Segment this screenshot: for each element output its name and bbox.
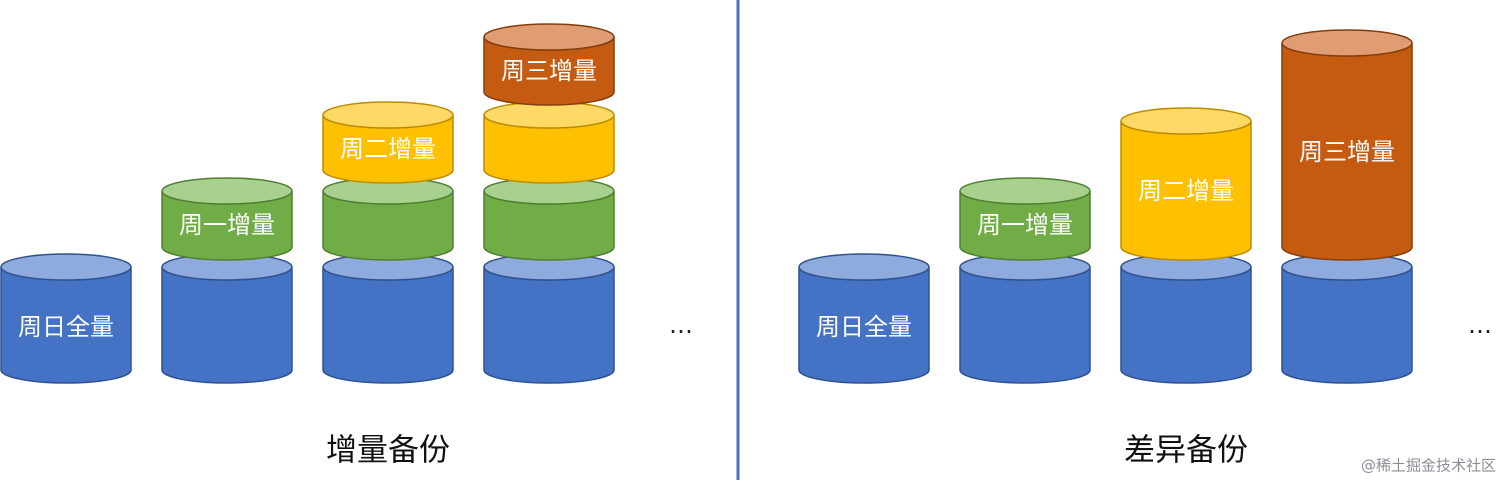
cylinder-tuesday-inc-2-left-top [483, 101, 615, 129]
cylinder-tuesday-inc-left-top [322, 101, 454, 129]
cylinder-monday-inc-2-left [322, 177, 454, 261]
cylinder-monday-inc-right-top [959, 177, 1091, 205]
cylinder-base-2-right [1120, 253, 1252, 384]
cylinder-monday-inc-left-top [161, 177, 293, 205]
cylinder-sunday-full-right-top [798, 253, 930, 281]
cylinder-sunday-full-left [0, 253, 132, 384]
cylinder-base-2-right-body [1120, 266, 1252, 384]
label-sunday-full-right: 周日全量 [816, 313, 912, 341]
cylinder-base-1-right [959, 253, 1091, 384]
cylinder-base-1-left [161, 253, 293, 384]
watermark: @稀土掘金技术社区 [1361, 457, 1496, 475]
label-wednesday-inc-right: 周三增量 [1299, 138, 1395, 166]
cylinder-base-3-right [1281, 253, 1413, 384]
label-wednesday-inc-left: 周三增量 [501, 57, 597, 85]
cylinder-tuesday-inc-right [1120, 107, 1252, 261]
cylinder-wednesday-inc-right [1281, 29, 1413, 261]
caption-differential: 差异备份 [1124, 433, 1248, 469]
cylinder-monday-inc-3-left [483, 177, 615, 261]
caption-incremental: 增量备份 [326, 433, 450, 469]
label-sunday-full-left: 周日全量 [18, 313, 114, 341]
cylinder-base-1-right-body [959, 266, 1091, 384]
ellipsis-right: … [1468, 311, 1492, 339]
cylinder-base-1-left-body [161, 266, 293, 384]
cylinders-layer [0, 23, 1413, 384]
cylinder-base-3-left [483, 253, 615, 384]
ellipsis-left: … [669, 311, 693, 339]
label-tuesday-inc-right: 周二增量 [1138, 177, 1234, 205]
label-monday-inc-left: 周一增量 [179, 211, 275, 239]
cylinder-base-2-left [322, 253, 454, 384]
label-tuesday-inc-left: 周二增量 [340, 135, 436, 163]
cylinder-tuesday-inc-2-left [483, 101, 615, 184]
cylinder-sunday-full-left-top [0, 253, 132, 281]
label-monday-inc-right: 周一增量 [977, 211, 1073, 239]
cylinder-monday-inc-left [161, 177, 293, 261]
cylinder-wednesday-inc-right-top [1281, 29, 1413, 57]
cylinder-tuesday-inc-right-top [1120, 107, 1252, 135]
cylinder-monday-inc-right [959, 177, 1091, 261]
cylinder-base-2-left-body [322, 266, 454, 384]
cylinder-tuesday-inc-left [322, 101, 454, 184]
cylinder-base-3-left-body [483, 266, 615, 384]
cylinder-wednesday-inc-left-top [483, 23, 615, 51]
cylinder-wednesday-inc-left [483, 23, 615, 106]
cylinder-base-3-right-body [1281, 266, 1413, 384]
cylinder-sunday-full-right [798, 253, 930, 384]
